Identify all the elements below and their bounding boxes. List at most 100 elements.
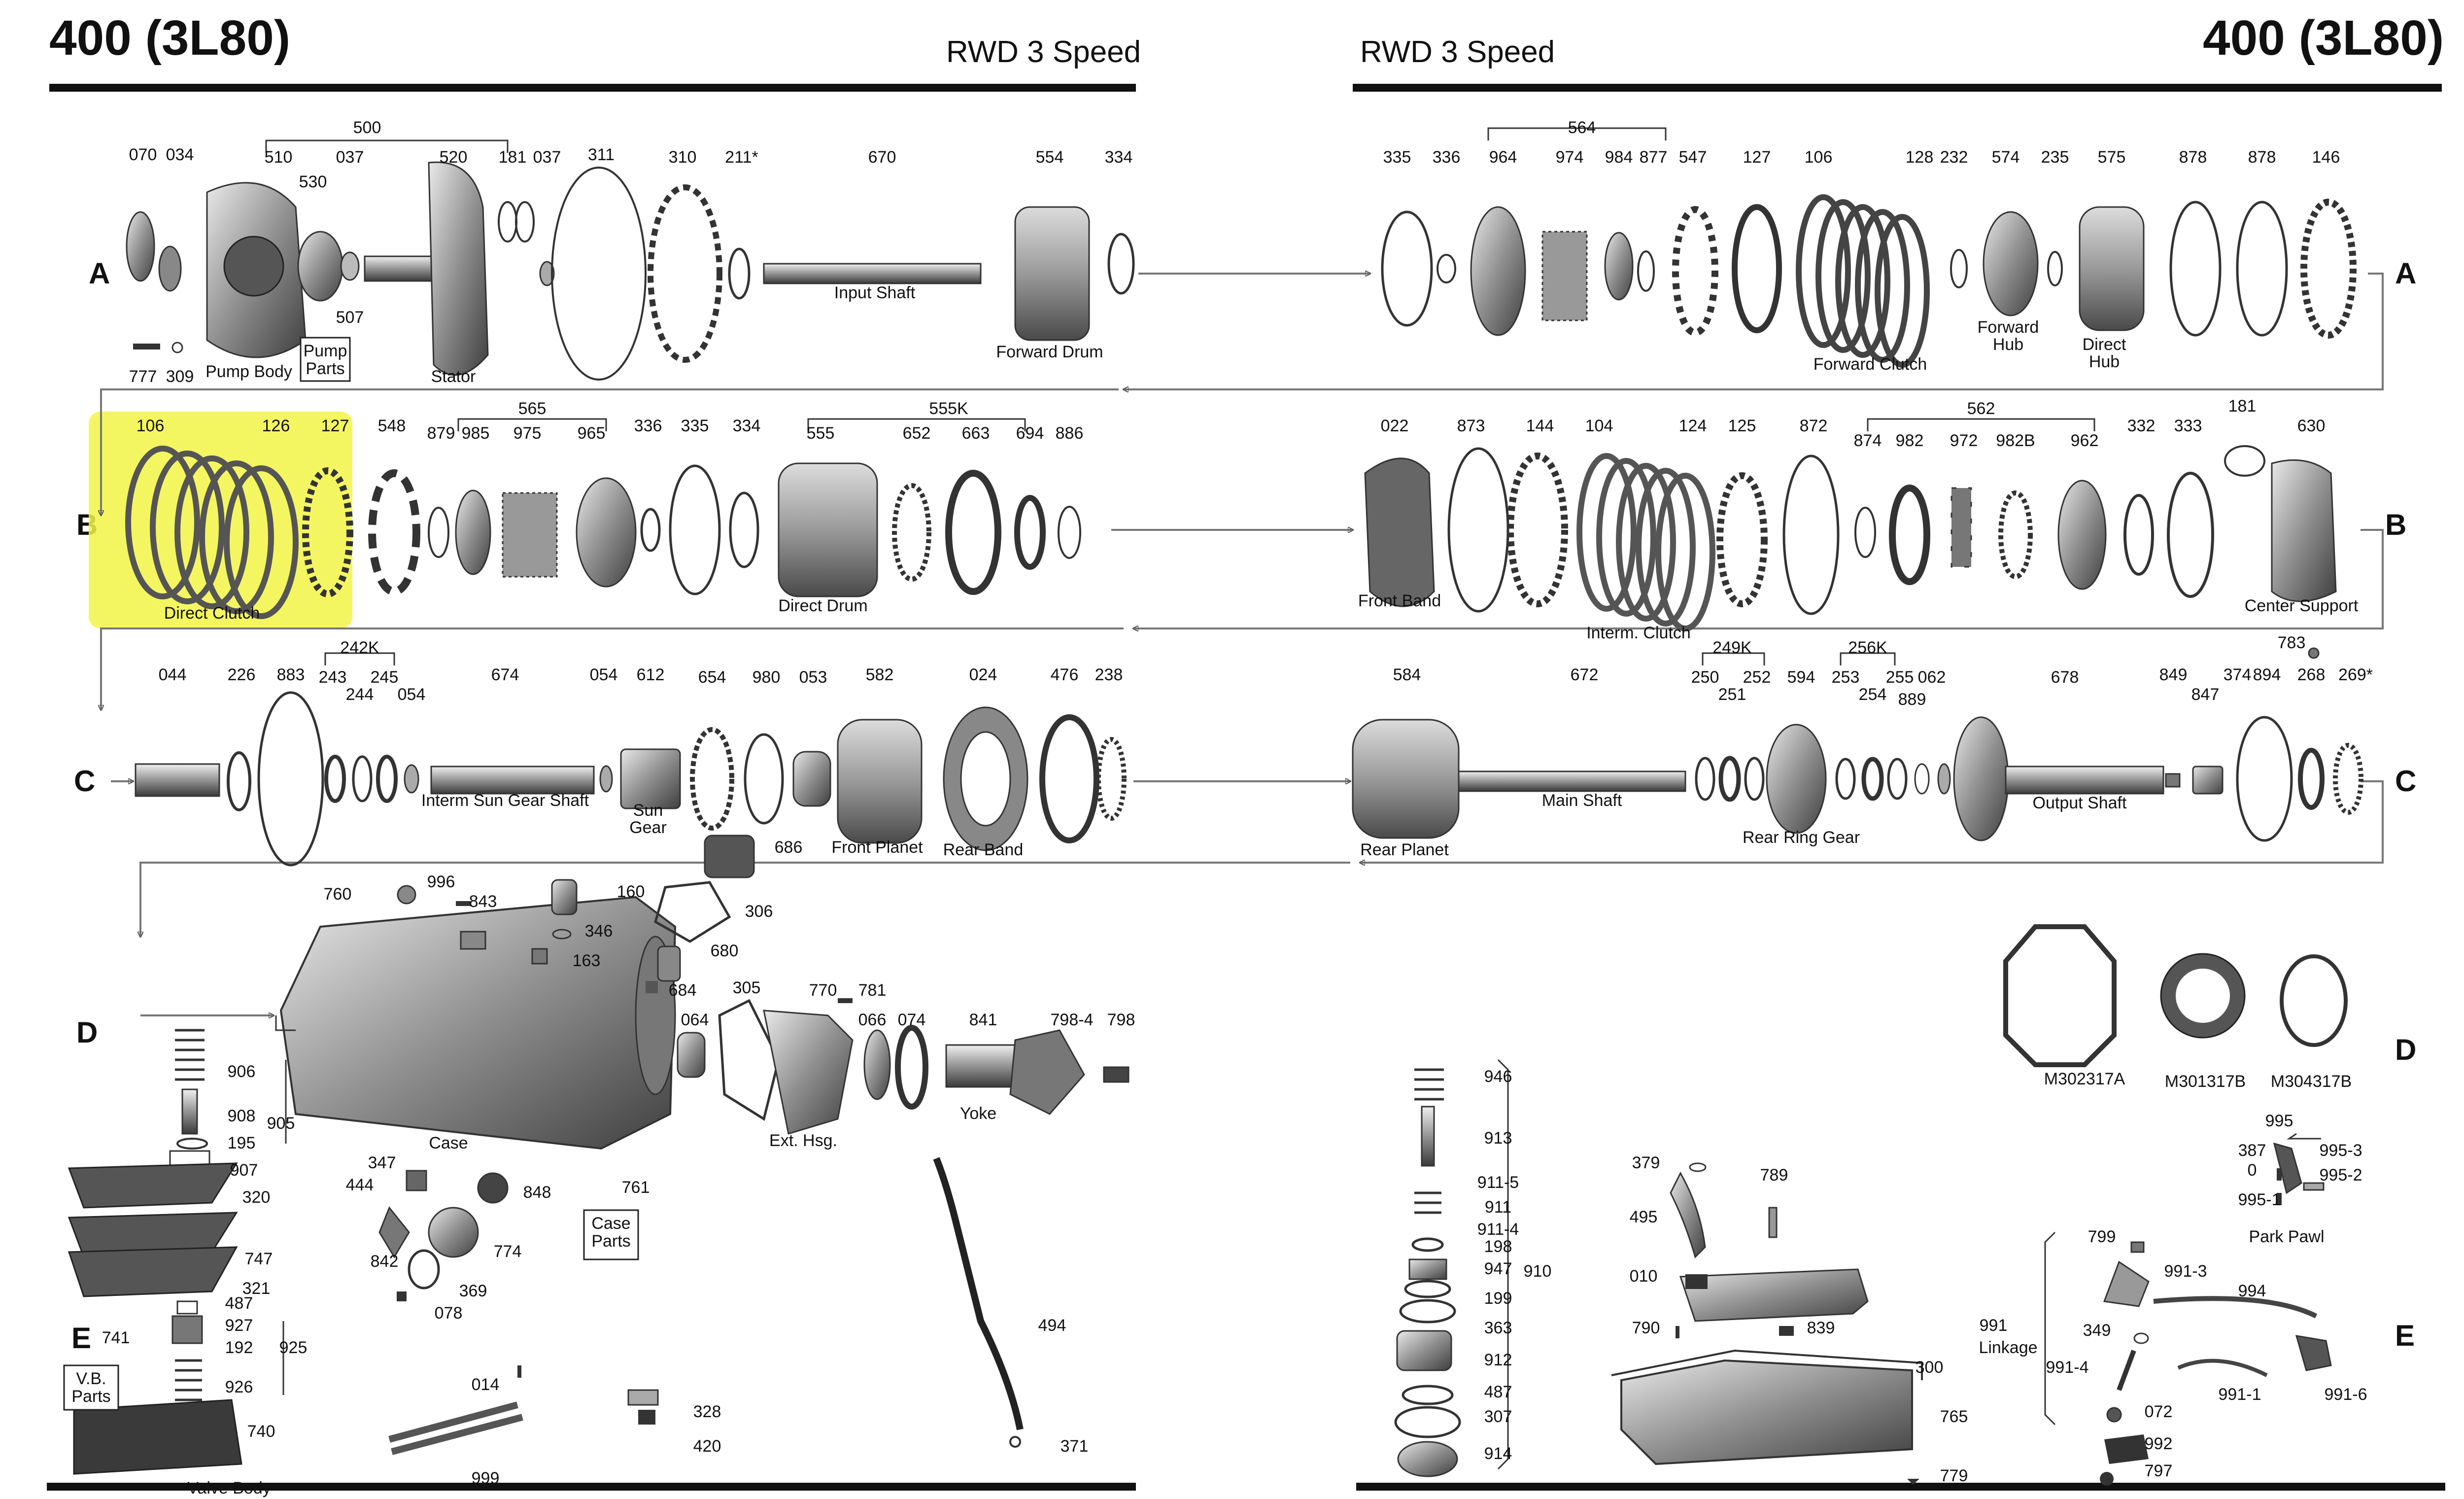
caption-direct-drum: Direct Drum [778, 596, 867, 615]
callout-b-565: 565 [518, 399, 547, 418]
callout-e-363: 363 [1484, 1319, 1512, 1337]
callout-e-991-6: 991-6 [2325, 1385, 2367, 1404]
caption-front-band: Front Band [1358, 592, 1441, 610]
row-letter-d-right: D [2395, 1033, 2417, 1066]
callout-a-507: 507 [336, 308, 364, 327]
callout-a2-547: 547 [1679, 148, 1707, 167]
callout-e-914: 914 [1484, 1444, 1512, 1463]
callout-d-760: 760 [324, 885, 352, 904]
caption-input-shaft: Input Shaft [834, 283, 916, 302]
callout-e-300: 300 [1916, 1358, 1944, 1377]
boxed-label-case-parts-line-1: Case [591, 1214, 630, 1233]
callout-e-797: 797 [2145, 1462, 2173, 1480]
callout-d-064: 064 [681, 1011, 709, 1029]
callout-e-911-5: 911-5 [1477, 1173, 1519, 1192]
callout-c2-251: 251 [1718, 685, 1746, 704]
callout-c-054b: 054 [590, 665, 618, 684]
boxed-label-pump-parts-line-2: Parts [306, 359, 344, 378]
callout-b2-972: 972 [1950, 431, 1978, 450]
callout-c2-584: 584 [1393, 665, 1421, 684]
callout-e-995: 995 [2265, 1112, 2293, 1130]
callout-d-686: 686 [775, 838, 803, 857]
callout-e-991-3: 991-3 [2164, 1262, 2207, 1281]
callout-e-947: 947 [1484, 1259, 1512, 1278]
row-d-left-parts [68, 835, 1129, 1475]
callout-e-765: 765 [1940, 1407, 1968, 1426]
callout-e-995-1: 995-1 [2238, 1190, 2281, 1209]
row-c-right-parts [1352, 716, 2363, 842]
callout-b2-962: 962 [2071, 431, 2099, 450]
callout-d-195: 195 [228, 1134, 256, 1152]
callout-b-127: 127 [321, 417, 349, 435]
callout-d-907: 907 [230, 1161, 258, 1180]
callout-c-053: 053 [799, 668, 827, 687]
callout-d-842: 842 [371, 1252, 399, 1271]
callout-e-799: 799 [2088, 1227, 2116, 1246]
callout-c2-374: 374 [2224, 665, 2252, 684]
callout-a2-575: 575 [2098, 148, 2126, 167]
callout-c2-268: 268 [2297, 665, 2326, 684]
callout-d-798: 798 [1107, 1011, 1135, 1029]
left-subtitle: RWD 3 Speed [946, 35, 1141, 69]
callout-d-781: 781 [858, 981, 887, 1000]
caption-forward-hub-1: Forward [1978, 318, 2039, 337]
callout-e-912: 912 [1484, 1351, 1512, 1369]
boxed-label-vb-parts-line-1: V.B. [76, 1369, 106, 1388]
callout-b-336: 336 [634, 417, 662, 435]
callout-c2-254: 254 [1859, 685, 1887, 704]
left-title: 400 (3L80) [49, 10, 291, 66]
callout-c-024: 024 [969, 665, 997, 684]
callout-b2-104: 104 [1585, 417, 1613, 435]
callout-d-741: 741 [102, 1328, 130, 1347]
row-b-right-parts [1364, 445, 2337, 659]
callout-a2-574: 574 [1992, 148, 2020, 167]
callout-a-211: 211* [725, 148, 758, 167]
callout-c2-250: 250 [1691, 668, 1719, 687]
callout-b-106: 106 [137, 417, 165, 435]
callout-d-927: 927 [225, 1316, 253, 1335]
callout-c-980: 980 [753, 668, 781, 687]
caption-forward-clutch: Forward Clutch [1814, 355, 1927, 374]
caption-forward-drum: Forward Drum [996, 343, 1103, 361]
caption-rear-ring-gear: Rear Ring Gear [1743, 828, 1860, 847]
callout-b-886: 886 [1056, 424, 1084, 443]
row-letter-e-left: E [71, 1322, 92, 1355]
callout-e-991-1: 991-1 [2219, 1385, 2261, 1404]
boxed-label-pump-parts [300, 337, 351, 382]
callout-c2-255: 255 [1886, 668, 1914, 687]
callout-e-198: 198 [1484, 1237, 1512, 1256]
row-letter-c-left: C [74, 765, 96, 798]
callout-d-163: 163 [573, 951, 601, 970]
caption-sun-gear-2: Gear [629, 818, 667, 837]
callout-b2-125: 125 [1728, 417, 1756, 435]
callout-a-037a: 037 [336, 148, 364, 167]
caption-rear-band: Rear Band [943, 840, 1024, 859]
callout-e-0: 0 [2248, 1161, 2257, 1180]
caption-direct-hub-2: Hub [2089, 352, 2120, 371]
callout-a-510: 510 [265, 148, 293, 167]
caption-forward-hub-2: Hub [1993, 335, 2023, 354]
callout-c2-894: 894 [2253, 665, 2281, 684]
right-title: 400 (3L80) [2203, 10, 2444, 66]
caption-linkage: Linkage [1979, 1338, 2037, 1357]
callout-d-740: 740 [247, 1422, 275, 1441]
callout-b2-124: 124 [1679, 417, 1707, 435]
callout-a2-974: 974 [1556, 148, 1584, 167]
caption-front-planet: Front Planet [831, 838, 923, 857]
callout-c2-253: 253 [1832, 668, 1860, 687]
row-c-left-parts [135, 691, 1127, 867]
row-letter-a-right: A [2395, 257, 2417, 290]
callout-d-160: 160 [617, 882, 645, 901]
left-title-rule [49, 84, 1136, 92]
callout-d-305: 305 [733, 978, 761, 997]
callout-b-555: 555 [807, 424, 835, 443]
callout-b2-333: 333 [2174, 417, 2202, 435]
caption-m301317b: M301317B [2165, 1072, 2246, 1091]
right-title-rule [1353, 84, 2442, 92]
callout-a2-877: 877 [1640, 148, 1668, 167]
callout-a-554: 554 [1036, 148, 1064, 167]
callout-a-309: 309 [166, 367, 194, 386]
flow-lines [101, 274, 2384, 1015]
